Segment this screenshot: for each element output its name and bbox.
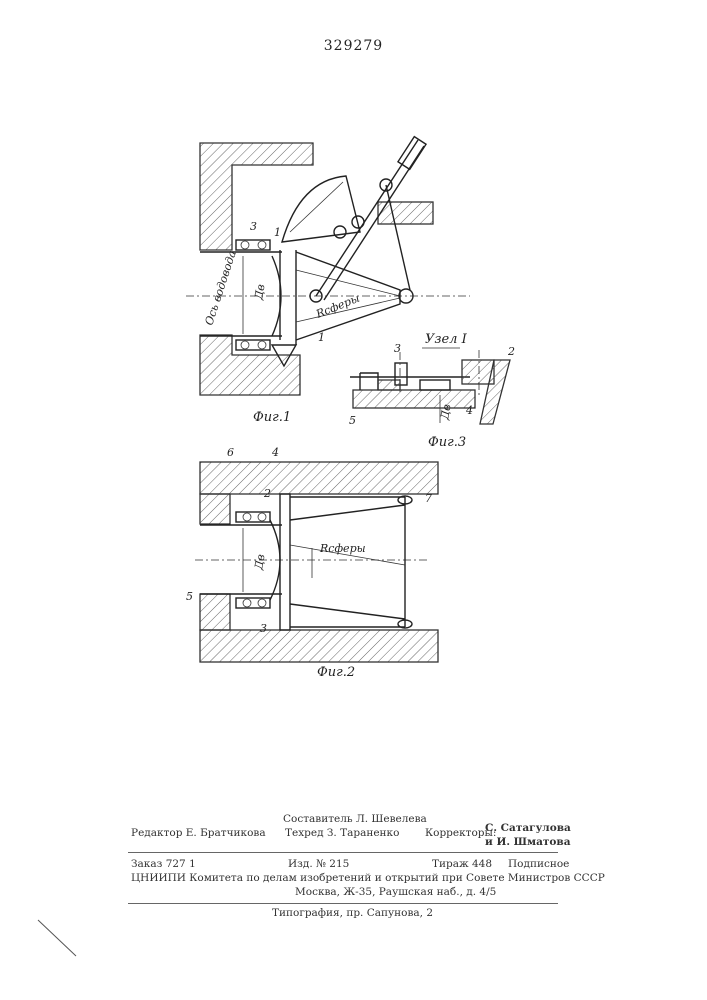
fig1-callout-1-top: 1 bbox=[274, 226, 281, 239]
corrector-1: С. Сатагулова bbox=[485, 821, 571, 835]
fig3-callout-3: 3 bbox=[394, 342, 401, 355]
fig1-callout-1-bottom: 1 bbox=[318, 331, 325, 344]
subscription: Подписное bbox=[508, 857, 569, 871]
institute: ЦНИИПИ Комитета по делам изобретений и о… bbox=[131, 871, 605, 885]
fig2-callout-2: 2 bbox=[263, 487, 271, 500]
fig2-wall-left-upper bbox=[200, 494, 230, 524]
print-run: Тираж 448 bbox=[432, 857, 492, 871]
edition: Изд. № 215 bbox=[288, 857, 349, 871]
order: Заказ 727 1 bbox=[131, 857, 196, 871]
fig3-title: Узел I bbox=[425, 332, 468, 347]
figure-1: Ось водовода Дв Rсферы 3 1 1 Фиг.1 bbox=[186, 137, 470, 425]
fig1-diameter-label: Дв bbox=[252, 283, 268, 301]
colophon-divider bbox=[128, 852, 558, 853]
fig2-callout-7: 7 bbox=[425, 492, 432, 505]
fig2-callout-3: 3 bbox=[260, 622, 267, 635]
fig1-caption: Фиг.1 bbox=[253, 410, 291, 425]
fig3-callout-5: 5 bbox=[349, 414, 356, 427]
fig2-wall-left-lower bbox=[200, 594, 230, 630]
colophon-divider-2 bbox=[128, 903, 558, 904]
figure-3: Узел I Дв 3 2 5 4 Фиг.3 bbox=[349, 332, 515, 450]
fig1-wall-upper bbox=[200, 143, 313, 250]
fig1-callout-3: 3 bbox=[250, 220, 257, 233]
address: Москва, Ж-35, Раушская наб., д. 4/5 bbox=[295, 885, 496, 899]
fig3-diameter-label: Дв bbox=[438, 403, 454, 421]
corrector-2: и И. Шматова bbox=[485, 835, 571, 849]
fig2-callout-6: 6 bbox=[227, 446, 234, 459]
editor: Редактор Е. Братчикова bbox=[131, 826, 266, 840]
fig2-callout-4: 4 bbox=[271, 446, 279, 459]
fig3-callout-4: 4 bbox=[465, 404, 473, 417]
fig3-callout-2: 2 bbox=[507, 345, 515, 358]
printing-house: Типография, пр. Сапунова, 2 bbox=[272, 906, 433, 920]
fig2-diameter-label: Дв bbox=[252, 553, 268, 571]
fig2-radius-label: Rсферы bbox=[319, 542, 366, 555]
fig1-axis-label: Ось водовода bbox=[202, 249, 238, 327]
tech-editor: Техред З. Тараненко bbox=[285, 826, 399, 840]
fig3-caption: Фиг.3 bbox=[428, 435, 466, 450]
fig2-caption: Фиг.2 bbox=[317, 665, 355, 680]
figure-2: Дв Rсферы 6 4 2 7 5 3 Фиг.2 bbox=[186, 446, 438, 680]
fig2-wall-bottom bbox=[200, 630, 438, 662]
fig2-wall-top bbox=[200, 462, 438, 494]
fig2-callout-5: 5 bbox=[186, 590, 193, 603]
compiler: Составитель Л. Шевелева bbox=[283, 812, 427, 826]
